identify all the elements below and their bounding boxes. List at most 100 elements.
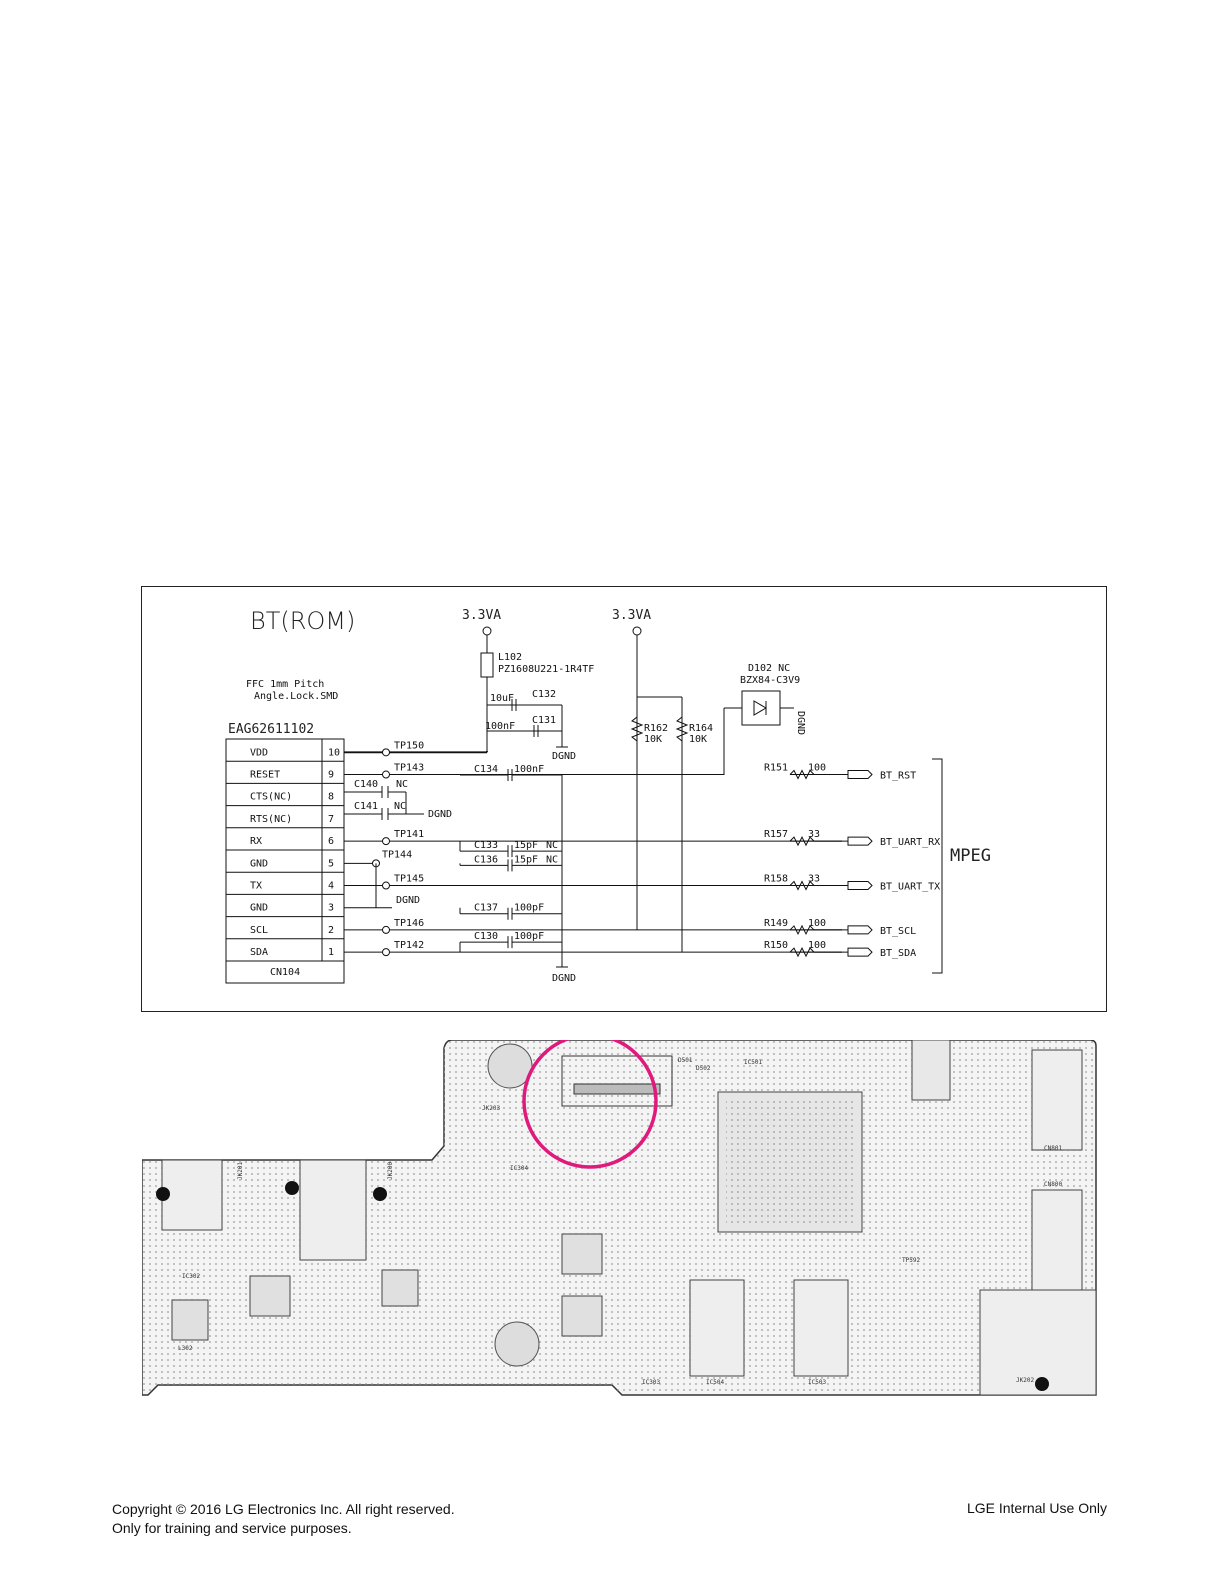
pin-name: GND [250,858,268,869]
series-resistor [789,924,815,936]
resistor-r164-value: 10K [689,734,707,745]
cap-c141-value: NC [394,801,406,812]
pcb-label-jk203: JK203 [482,1105,500,1112]
nc-ground-label: DGND [428,809,452,820]
pcb-black-dot-4 [1035,1377,1049,1391]
pcb-drawing: JK203 JK201 JK200 JK202 CN801 CN800 IC50… [142,1040,1097,1396]
pcb-black-dot-2 [285,1181,299,1195]
series-resistor-ref: R149 [764,918,788,929]
diode-ground-label: DGND [795,711,806,735]
footer-purpose: Only for training and service purposes. [112,1520,352,1536]
series-resistor-value: 100 [808,918,826,929]
cap-ref: C134 [474,764,498,775]
series-resistor [789,769,815,780]
cap-value: 100nF [514,764,544,775]
test-point-marker [382,948,390,957]
pcb-label-jk201: JK201 [237,1162,244,1180]
inductor-l102 [480,652,494,678]
test-point-marker [382,837,390,846]
test-point-label: TP150 [394,740,424,751]
net-port [847,925,873,935]
power-rail-symbol-2 [632,626,642,636]
connector-note-line2: Angle.Lock.SMD [254,691,338,702]
cap-c132-ref: C132 [532,689,556,700]
cap-ref: C133 [474,840,498,851]
chip-top-right [911,1040,951,1101]
bt-connector-cn104 [561,1055,673,1107]
pin-number: 3 [328,903,334,914]
pcb-label-ic503: IC503 [808,1379,826,1386]
net-port [847,836,873,846]
net-label: BT_UART_RX [880,837,940,848]
connector-cn801 [1031,1049,1083,1151]
footer-copyright-block: Copyright © 2016 LG Electronics Inc. All… [112,1500,455,1538]
cap-c141-ref: C141 [354,801,378,812]
pcb-label-ic304: IC304 [510,1165,528,1172]
schematic-diagram: BT(ROM) 3.3VA L102 PZ1608U221-1R4TF 10uF… [225,607,991,984]
mounting-hole-2 [494,1321,540,1367]
memory-chip-ic504 [689,1279,745,1377]
bga-pad-grid [726,1100,854,1224]
pcb-label-ic501: IC501 [744,1059,762,1066]
test-point-marker [382,881,390,890]
pin-name: CTS(NC) [250,792,292,803]
jack-jk202 [979,1289,1097,1396]
test-point-marker [382,925,390,934]
connector-body [225,738,345,984]
power-rail-label-1: 3.3VA [462,608,501,623]
net-label: BT_RST [880,771,916,782]
cap-ref: C137 [474,903,498,914]
diode-ref: D102 NC [748,663,790,674]
test-point-marker [382,748,390,757]
series-resistor [789,836,815,847]
test-point-label: TP141 [394,829,424,840]
pin-number: 9 [328,770,334,781]
gnd-pin3-label: DGND [396,895,420,906]
diode-part: BZX84-C3V9 [740,675,800,686]
pcb-black-dot-3 [373,1187,387,1201]
cap-nc: NC [546,840,558,851]
series-resistor-value: 100 [808,763,826,774]
mpeg-label: MPEG [950,846,991,866]
series-resistor-ref: R151 [764,763,788,774]
test-point-label: TP143 [394,763,424,774]
connector-note-line1: FFC 1mm Pitch [246,679,324,690]
ground-label-1: DGND [552,751,576,762]
cap-value: 15pF [514,840,538,851]
pin-number: 2 [328,925,334,936]
net-label: BT_SDA [880,948,916,959]
test-point-label: TP142 [394,940,424,951]
pcb-black-dot-1 [156,1187,170,1201]
net-label: BT_UART_TX [880,882,940,893]
jack-jk201 [161,1159,223,1231]
pin-number: 1 [328,947,334,958]
net-port [847,881,873,891]
pin-name: RX [250,836,262,847]
pin-name: SCL [250,925,268,936]
pcb-label-tp592: TP592 [902,1257,920,1264]
bt-connector-pins [573,1083,661,1095]
cap-value: 15pF [514,854,538,865]
pcb-label-ic504: IC504 [706,1379,724,1386]
cap-c140-value: NC [396,779,408,790]
series-resistor [789,947,815,958]
pin-name: RTS(NC) [250,814,292,825]
footer-classification: LGE Internal Use Only [966,1500,1107,1516]
ground-label-2: DGND [552,973,576,984]
mpeg-bracket [932,758,943,974]
pin-name: SDA [250,947,268,958]
pcb-label-jk200: JK200 [387,1162,394,1180]
connector-part-number: EAG62611102 [228,722,314,737]
pin-name: GND [250,903,268,914]
pin-number: 7 [328,814,334,825]
cap-c132-value: 10uF [490,693,514,704]
series-resistor-value: 33 [808,874,820,885]
pcb-label-d501: D501 [678,1057,693,1064]
test-point-label: TP145 [394,874,424,885]
inductor-ref: L102 [498,652,522,663]
cap-c131-value: 100nF [485,721,515,732]
power-rail-symbol-1 [482,626,492,636]
